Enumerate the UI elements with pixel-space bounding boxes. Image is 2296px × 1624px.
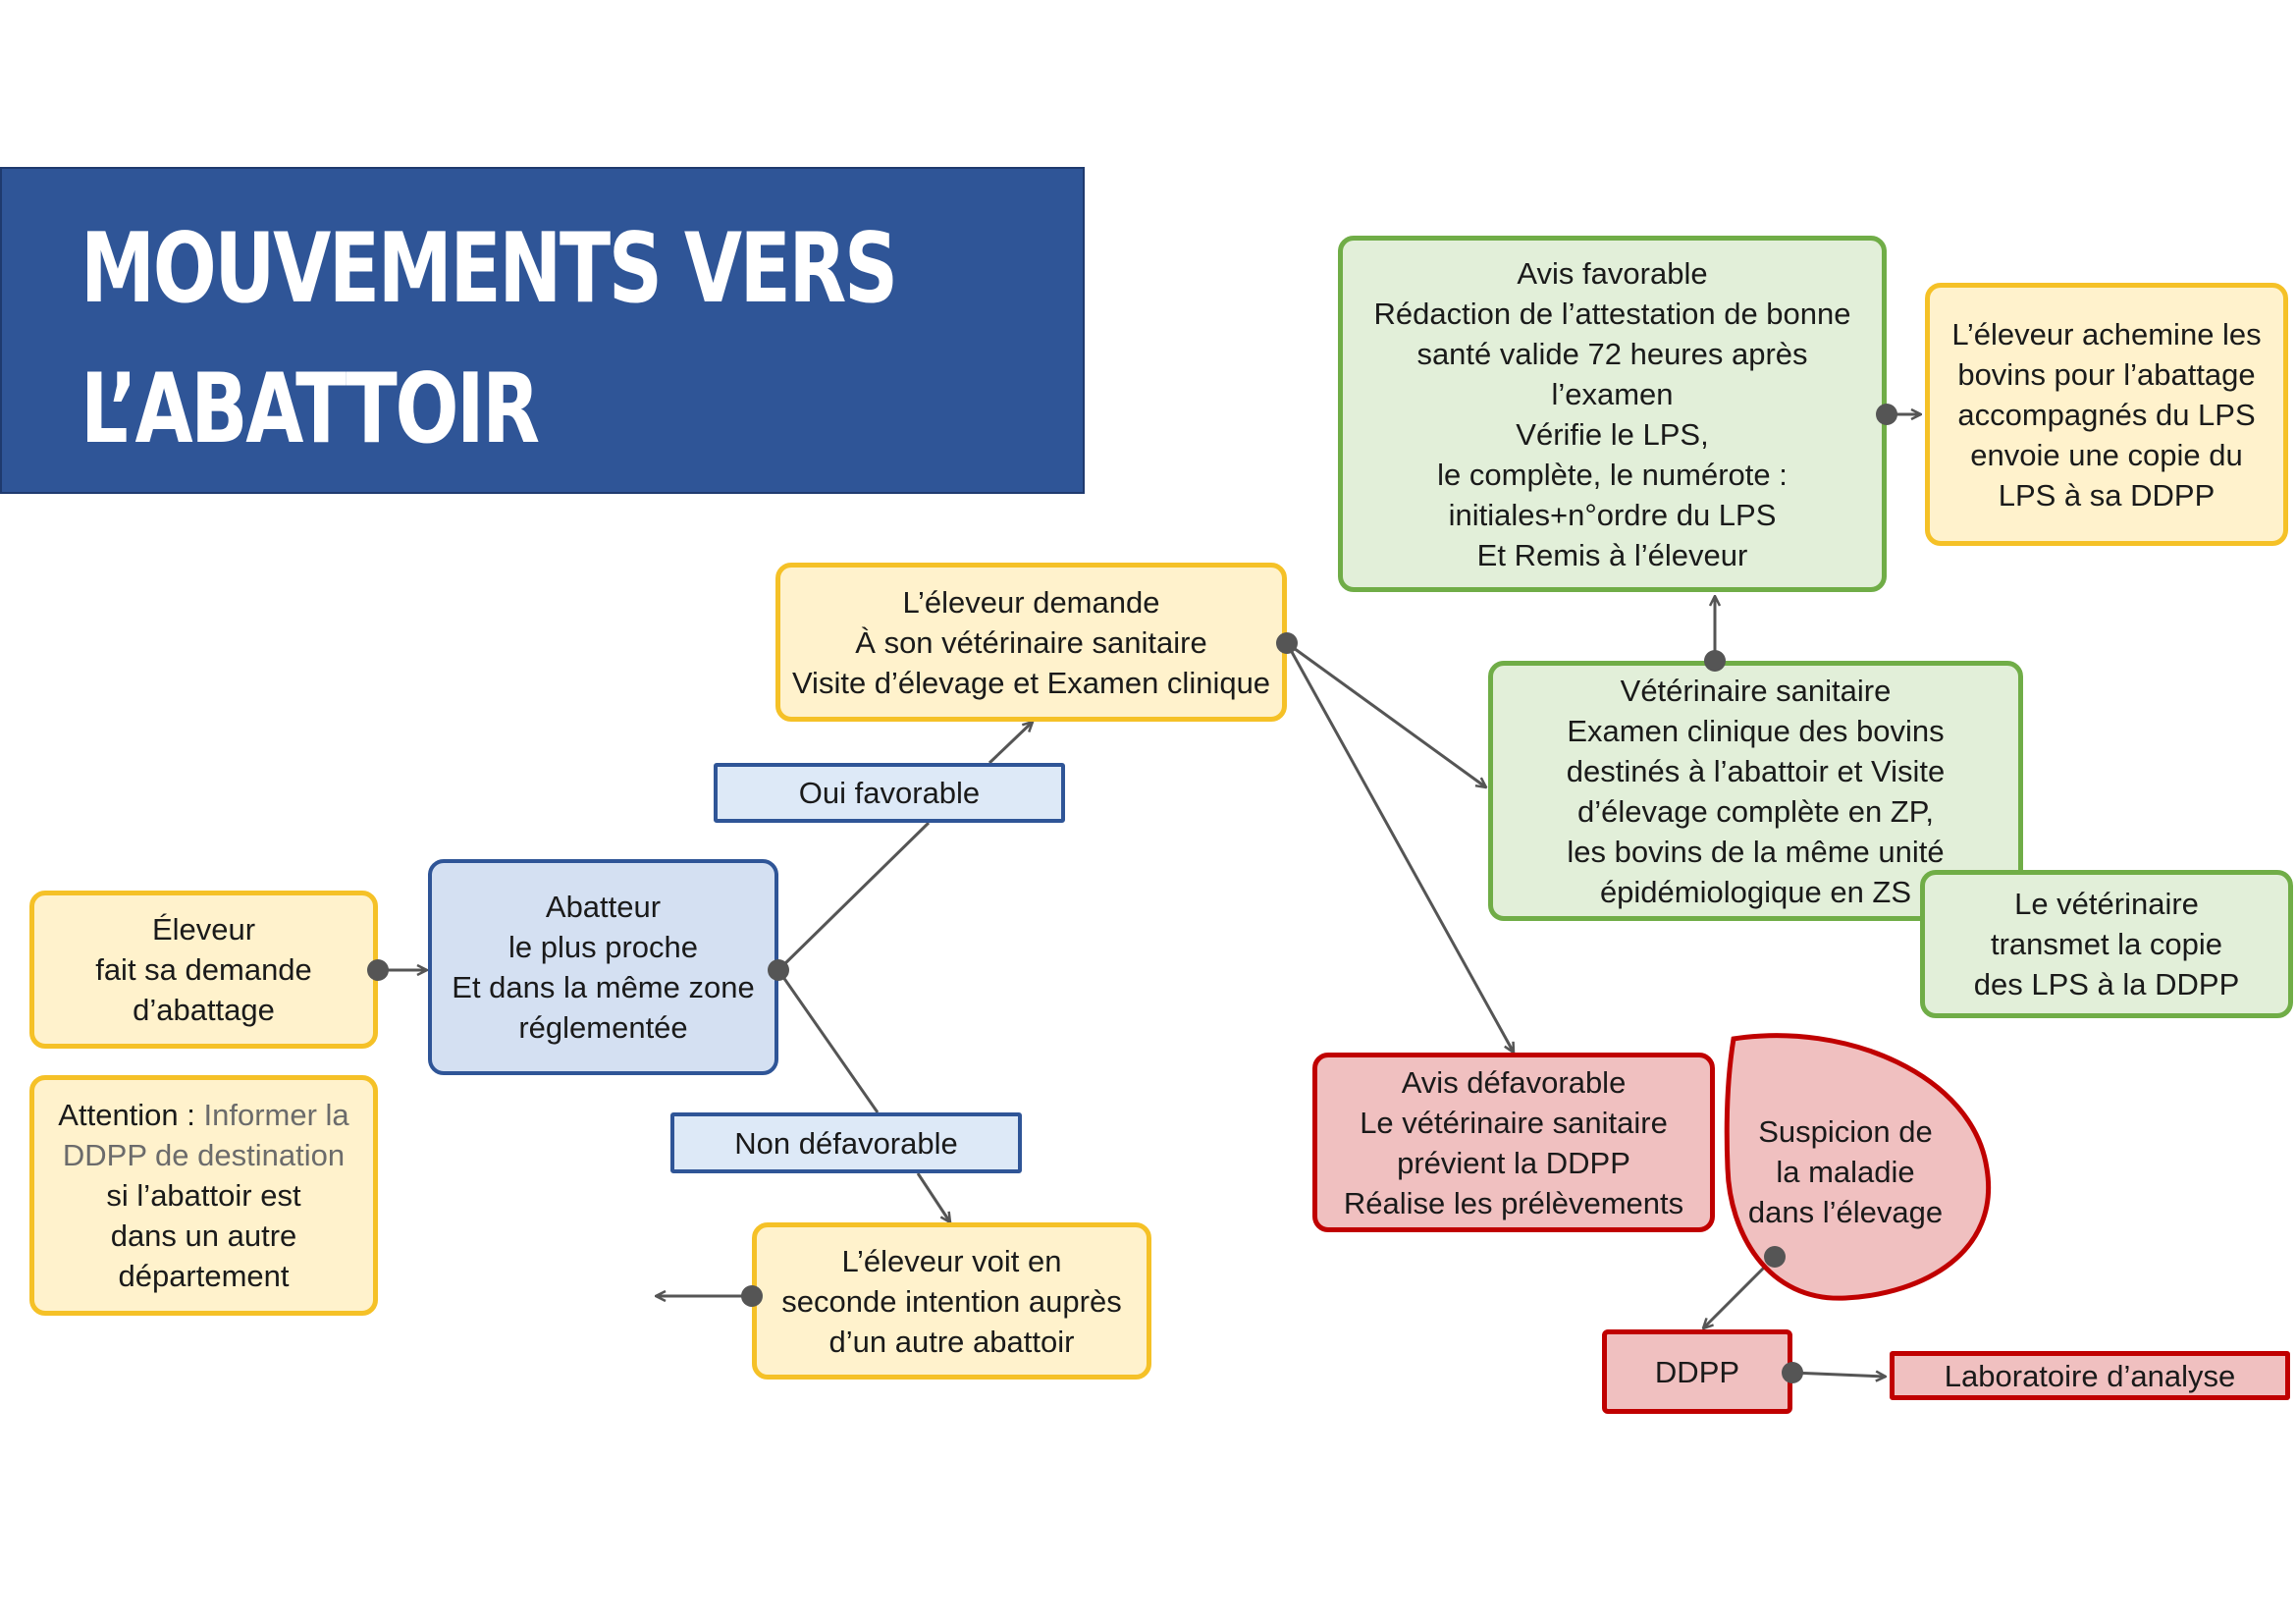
node-text: santé valide 72 heures après [1416, 336, 1808, 371]
title-banner [0, 167, 1085, 494]
node-text: Non défavorable [734, 1125, 958, 1161]
arrow-non-to-seconde [916, 1172, 950, 1222]
node-text: les bovins de la même unité [1567, 834, 1945, 869]
node-text: Rédaction de l’attestation de bonne [1373, 296, 1851, 331]
node-text: Suspicion de [1758, 1113, 1933, 1149]
node-text: des LPS à la DDPP [1973, 967, 2240, 1001]
node-attention: Attention : Informer la DDPP de destinat… [29, 1075, 378, 1316]
node-text: dans un autre [110, 1218, 297, 1253]
node-avis-favorable: Avis favorable Rédaction de l’attestatio… [1338, 236, 1887, 592]
node-text: L’éleveur demande [902, 584, 1160, 620]
arrow-oui-to-demande [988, 722, 1033, 765]
node-text: L’éleveur achemine les [1951, 316, 2262, 352]
node-eleveur-achemine: L’éleveur achemine les bovins pour l’aba… [1925, 283, 2288, 546]
node-demande-veterinaire: L’éleveur demande À son vétérinaire sani… [775, 563, 1287, 722]
node-text: Le vétérinaire sanitaire [1360, 1105, 1668, 1140]
attention-highlight: DDPP de destination [62, 1138, 346, 1172]
node-ddpp: DDPP [1602, 1329, 1792, 1414]
node-text: épidémiologique en ZS [1599, 874, 1912, 909]
node-text: Et Remis à l’éleveur [1476, 537, 1748, 572]
node-text: L’éleveur voit en [841, 1243, 1062, 1278]
node-text: fait sa demande [95, 952, 312, 987]
arrow-ddpp-to-laboratoire [1791, 1373, 1886, 1377]
node-text: seconde intention auprès [781, 1283, 1122, 1319]
arrow-demande-to-defavorable [1285, 642, 1514, 1053]
arrow-abatteur-to-oui [776, 821, 931, 972]
node-text: Éleveur [151, 912, 256, 947]
node-eleveur-demande: Éleveur fait sa demande d’abattage [29, 891, 378, 1049]
node-text: destinés à l’abattoir et Visite [1566, 753, 1946, 788]
node-text: DDPP [1654, 1354, 1740, 1389]
node-text: département [118, 1259, 290, 1293]
node-text: le complète, le numérote : [1437, 457, 1788, 492]
arrow-demande-to-veterinaire [1286, 641, 1486, 787]
node-text: Vérifie le LPS, [1516, 416, 1709, 452]
node-text: d’élevage complète en ZP, [1576, 793, 1935, 829]
node-transmet-copie: Le vétérinaire transmet la copie des LPS… [1920, 870, 2293, 1018]
node-laboratoire: Laboratoire d’analyse [1890, 1351, 2290, 1400]
node-text: Oui favorable [798, 776, 981, 810]
node-text: accompagnés du LPS [1957, 397, 2256, 432]
node-text: transmet la copie [1990, 927, 2223, 961]
node-text: si l’abattoir est [106, 1178, 301, 1213]
attention-highlight: Informer la [203, 1098, 349, 1132]
node-text: envoie une copie du [1970, 437, 2243, 472]
node-text: Avis défavorable [1401, 1064, 1627, 1100]
node-text: Avis favorable [1517, 255, 1708, 291]
arrow-suspicion-to-ddpp [1703, 1255, 1777, 1328]
node-text: dans l’élevage [1747, 1194, 1944, 1229]
node-text: Abatteur [545, 890, 662, 924]
node-avis-defavorable: Avis défavorable Le vétérinaire sanitair… [1312, 1053, 1715, 1232]
label-non-defavorable: Non défavorable [670, 1112, 1022, 1173]
label-oui-favorable: Oui favorable [714, 763, 1065, 823]
node-text: Visite d’élevage et Examen clinique [791, 665, 1271, 700]
node-seconde-intention: L’éleveur voit en seconde intention aupr… [752, 1222, 1151, 1380]
node-text: Examen clinique des bovins [1567, 713, 1945, 748]
node-text: Attention : Informer la [58, 1095, 348, 1135]
node-text: À son vétérinaire sanitaire [855, 624, 1207, 660]
node-text: le plus proche [507, 930, 698, 964]
page-title-line-1: MOUVEMENTS VERS [80, 213, 898, 325]
node-text: Le vétérinaire [2014, 887, 2199, 921]
node-text: d’abattage [133, 993, 275, 1027]
node-text: l’examen [1551, 376, 1674, 411]
node-abatteur: Abatteur le plus proche Et dans la même … [428, 859, 778, 1075]
node-text: Laboratoire d’analyse [1944, 1358, 2236, 1393]
node-text: initiales+n°ordre du LPS [1448, 497, 1777, 532]
attention-label: Attention : [58, 1098, 195, 1132]
node-suspicion: Suspicion de la maladie dans l’élevage [1728, 1098, 1963, 1245]
arrow-abatteur-to-non [776, 969, 880, 1113]
node-text: prévient la DDPP [1397, 1145, 1630, 1180]
node-text: Réalise les prélèvements [1343, 1185, 1684, 1220]
node-text: Vétérinaire sanitaire [1620, 673, 1892, 708]
node-text: d’un autre abattoir [828, 1324, 1075, 1359]
node-text: réglementée [518, 1010, 688, 1045]
node-text: bovins pour l’abattage [1957, 356, 2256, 392]
node-veterinaire-sanitaire: Vétérinaire sanitaire Examen clinique de… [1488, 661, 2023, 921]
page-title-line-2: L’ABATTOIR [80, 353, 540, 465]
node-text: Et dans la même zone [452, 970, 755, 1004]
node-text: LPS à sa DDPP [1998, 477, 2216, 513]
node-text: la maladie [1776, 1154, 1915, 1189]
